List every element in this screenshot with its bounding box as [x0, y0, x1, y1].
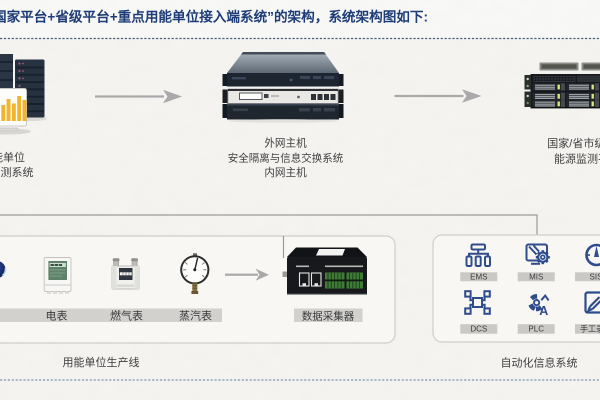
svg-text:数据采集器: 数据采集器	[302, 309, 355, 322]
svg-text:国家平台+省级平台+重点用能单位接入端系统”的架构，系统架构: 国家平台+省级平台+重点用能单位接入端系统”的架构，系统架构图如下:	[0, 9, 428, 25]
svg-text:外网主机: 外网主机	[264, 137, 307, 150]
svg-text:DCS: DCS	[470, 324, 487, 333]
svg-text:内网主机: 内网主机	[264, 166, 307, 179]
svg-text:自动化信息系统: 自动化信息系统	[501, 355, 578, 369]
svg-text:手工录入: 手工录入	[580, 323, 600, 333]
svg-text:MIS: MIS	[529, 272, 543, 281]
svg-text:能耗在线监测系统: 能耗在线监测系统	[0, 165, 34, 179]
svg-text:能源监测平台: 能源监测平台	[554, 151, 600, 165]
svg-text:国家/省市级: 国家/省市级	[547, 136, 600, 150]
svg-text:电表: 电表	[46, 308, 68, 322]
svg-text:蒸汽表: 蒸汽表	[179, 308, 212, 322]
svg-text:用能单位生产线: 用能单位生产线	[63, 355, 140, 369]
svg-text:燃气表: 燃气表	[110, 308, 143, 322]
svg-text:安全隔离与信息交换系统: 安全隔离与信息交换系统	[228, 151, 344, 164]
svg-text:PLC: PLC	[528, 324, 544, 333]
svg-text:A: A	[539, 304, 548, 318]
svg-text:SIS: SIS	[590, 272, 600, 281]
svg-text:重点用能单位: 重点用能单位	[0, 150, 25, 164]
svg-text:EMS: EMS	[470, 272, 487, 281]
